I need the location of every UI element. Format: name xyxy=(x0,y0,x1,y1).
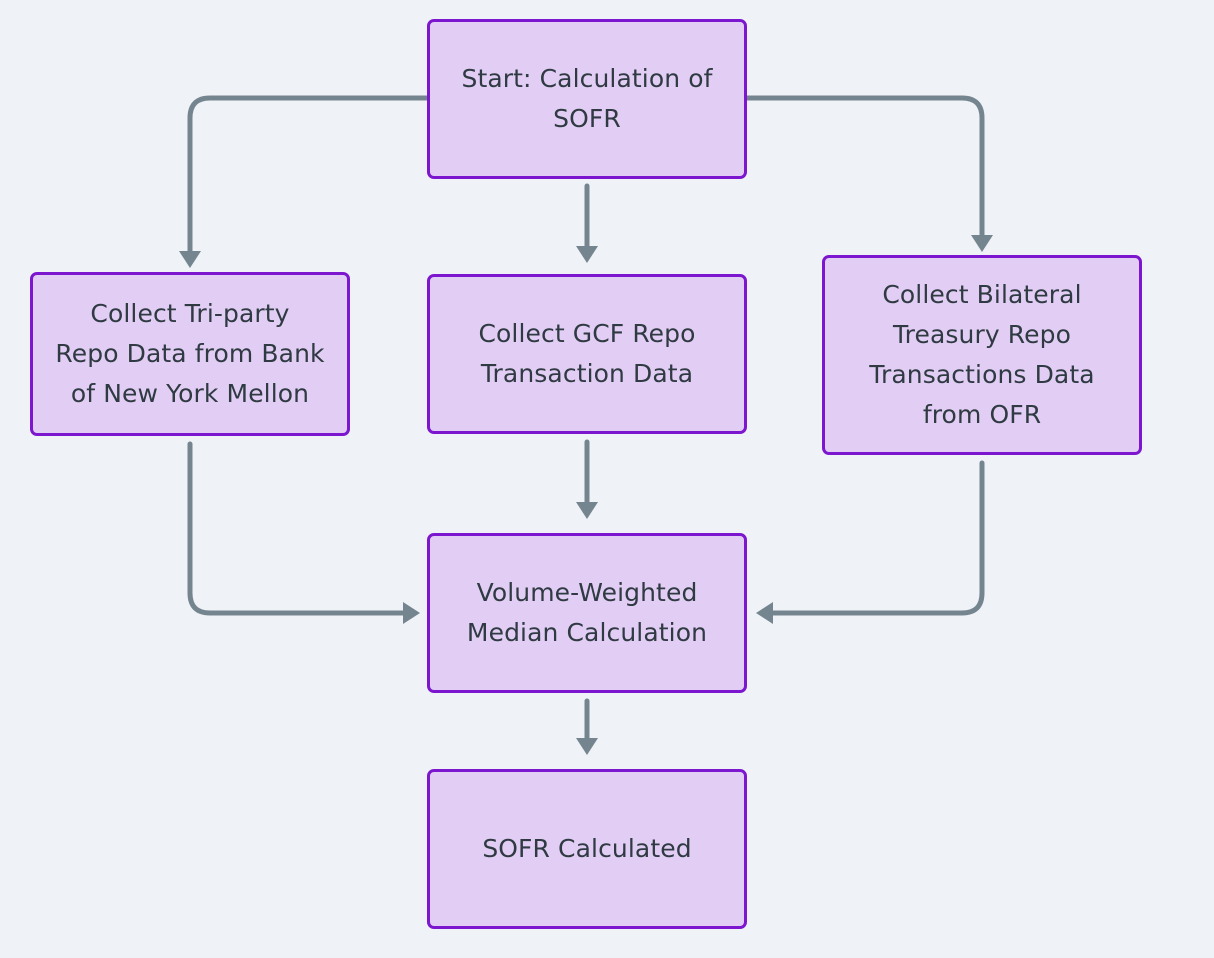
node-collect-gcf-repo-transaction-data-label: Collect GCF Repo Transaction Data xyxy=(478,319,696,388)
node-sofr-calculated-label: SOFR Calculated xyxy=(482,834,692,863)
arrowhead-icon-start-to-triparty xyxy=(179,251,201,268)
arrowhead-icon-triparty-to-median xyxy=(403,602,420,624)
edge-start-to-triparty xyxy=(187,95,430,255)
node-sofr-calculated[interactable]: SOFR Calculated xyxy=(427,769,747,929)
node-collect-bilateral-treasury-repo-data-label: Collect Bilateral Treasury Repo Transact… xyxy=(869,280,1095,429)
node-start-label: Start: Calculation of SOFR xyxy=(461,64,713,133)
node-collect-triparty-repo-data-label: Collect Tri-party Repo Data from Bank of… xyxy=(55,299,325,408)
arrowhead-icon-bilateral-to-median xyxy=(756,602,773,624)
arrowhead-icon-median-to-result xyxy=(576,738,598,755)
node-volume-weighted-median-calculation[interactable]: Volume-Weighted Median Calculation xyxy=(427,533,747,693)
node-volume-weighted-median-calculation-label: Volume-Weighted Median Calculation xyxy=(466,578,708,647)
node-start[interactable]: Start: Calculation of SOFR xyxy=(427,19,747,179)
arrowhead-icon-gcf-to-median xyxy=(576,502,598,519)
node-collect-bilateral-treasury-repo-data[interactable]: Collect Bilateral Treasury Repo Transact… xyxy=(822,255,1142,455)
arrowhead-icon-start-to-gcf xyxy=(576,246,598,263)
edge-bilateral-to-median xyxy=(770,460,985,616)
edge-start-to-bilateral xyxy=(744,95,985,239)
arrowhead-icon-start-to-bilateral xyxy=(971,235,993,252)
edge-triparty-to-median xyxy=(187,441,406,616)
node-collect-gcf-repo-transaction-data[interactable]: Collect GCF Repo Transaction Data xyxy=(427,274,747,434)
node-collect-triparty-repo-data[interactable]: Collect Tri-party Repo Data from Bank of… xyxy=(30,272,350,436)
